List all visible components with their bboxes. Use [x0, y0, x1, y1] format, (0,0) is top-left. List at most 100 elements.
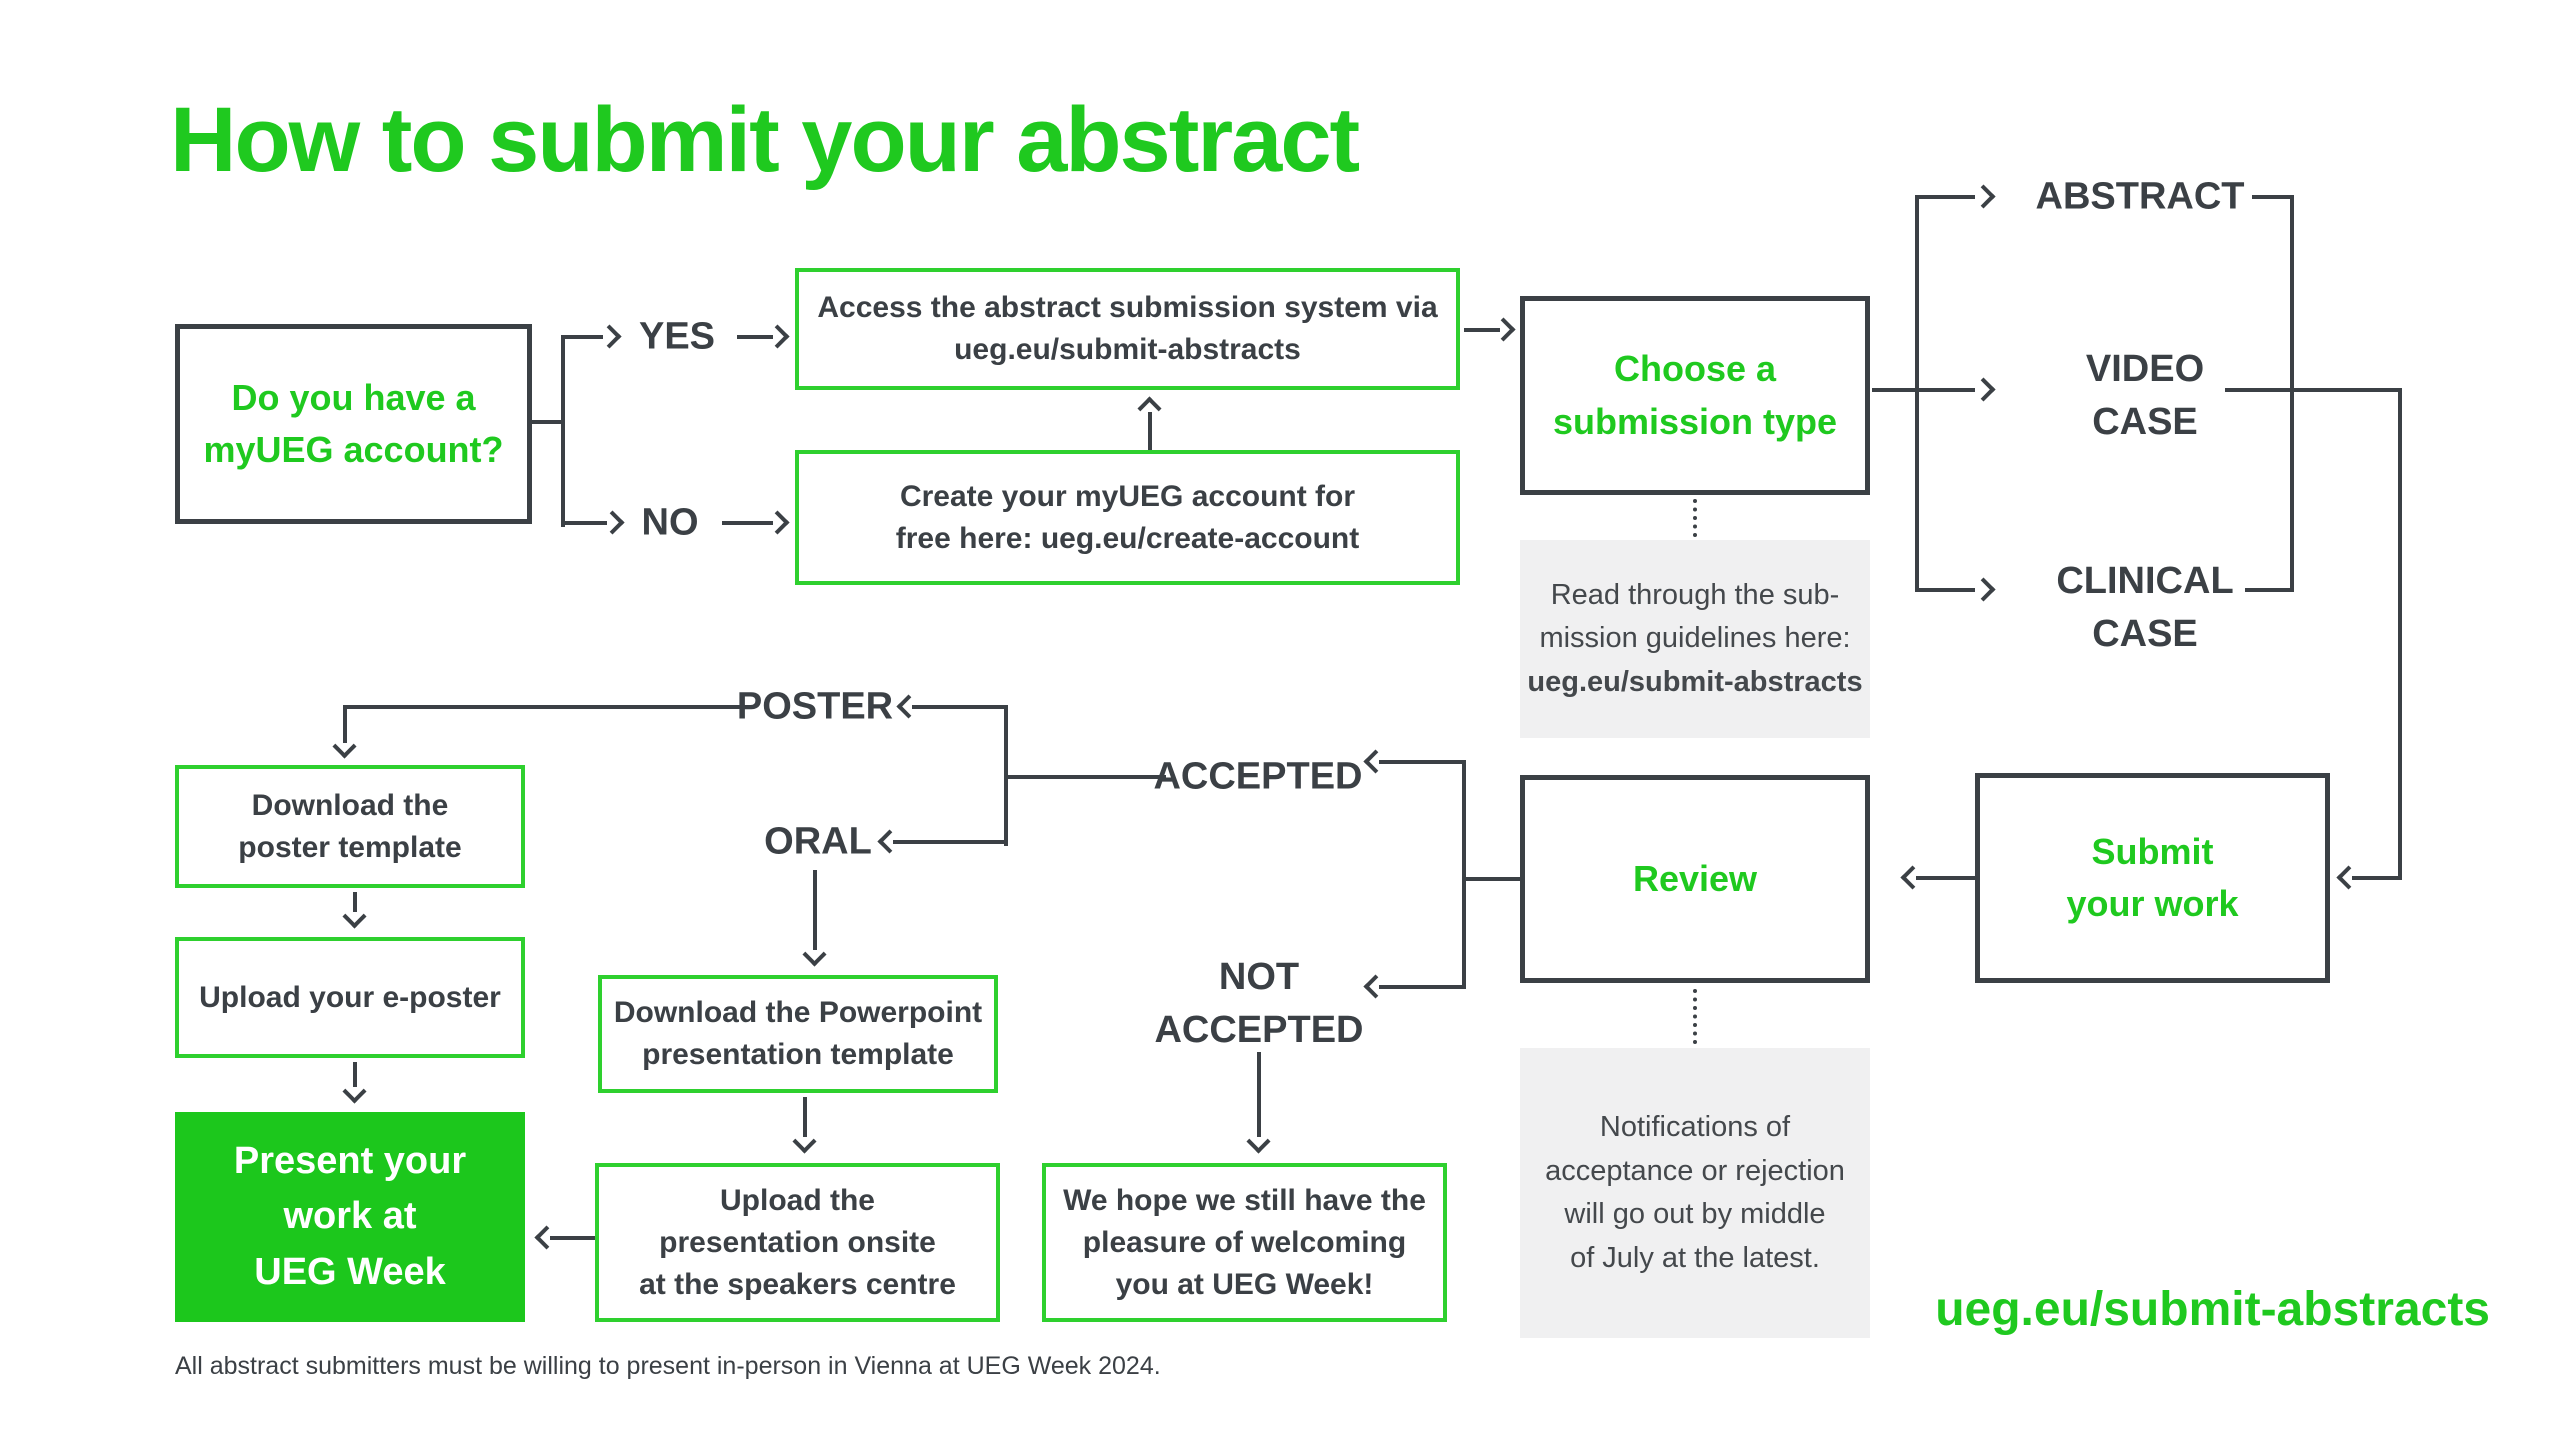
connector-format-vertical: [1004, 705, 1008, 846]
connector-clinical-to-merge: [2245, 588, 2294, 592]
choose-type-box: Choose a submission type: [1520, 296, 1870, 495]
hope-line1: We hope we still have the: [1063, 1183, 1426, 1217]
access-line2: ueg.eu/submit-abstracts: [954, 333, 1301, 366]
arrowhead-to-not-accepted: [1363, 974, 1388, 999]
connector-to-not-accepted: [1379, 985, 1464, 989]
footnote: All abstract submitters must be willing …: [175, 1352, 1161, 1380]
download-ppt-box: Download the Powerpoint presentation tem…: [598, 975, 998, 1093]
arrowhead-to-submit: [2336, 865, 2361, 890]
guidelines-note-panel: Read through the sub- mission guidelines…: [1520, 540, 1870, 738]
arrowhead-submit-to-review: [1900, 865, 1925, 890]
question-box: Do you have a myUEG account?: [175, 324, 532, 524]
label-abstract: ABSTRACT: [2035, 175, 2245, 218]
connector-video-to-outer: [2225, 388, 2402, 392]
arrowhead-to-video-case: [1971, 377, 1996, 402]
connector-onsite-to-present: [550, 1236, 595, 1240]
arrowhead-poster-down: [332, 734, 357, 759]
download-poster-line2: poster template: [238, 830, 462, 864]
dotted-link-choose-to-guidelines: [1693, 499, 1697, 537]
connector-oral-down: [813, 870, 817, 950]
label-video-case: VIDEO CASE: [2085, 347, 2205, 443]
question-line1: Do you have a: [231, 376, 476, 418]
connector-create-to-access: [1148, 412, 1152, 450]
arrowhead-create-to-access: [1137, 396, 1162, 421]
connector-yes-to-access: [737, 335, 773, 339]
connector-to-submit: [2352, 876, 2400, 880]
arrowhead-yes-to-access: [765, 324, 790, 349]
label-yes: YES: [638, 315, 716, 358]
connector-poster-horizontal: [343, 705, 743, 709]
label-accepted: ACCEPTED: [1153, 755, 1363, 798]
notifications-note-panel: Notifications of acceptance or rejection…: [1520, 1048, 1870, 1338]
question-line2: myUEG account?: [203, 429, 504, 470]
upload-onsite-box: Upload the presentation onsite at the sp…: [595, 1163, 1000, 1322]
connector-to-video-case: [1917, 388, 1975, 392]
arrowhead-to-yes: [597, 324, 622, 349]
arrowhead-oral-down: [802, 942, 827, 967]
upload-onsite-line3: at the speakers centre: [639, 1267, 956, 1301]
download-poster-box: Download the poster template: [175, 765, 525, 888]
submit-work-box: Submit your work: [1975, 773, 2330, 983]
guidelines-link: ueg.eu/submit-abstracts: [1527, 665, 1863, 698]
connector-choose-stub: [1872, 388, 1917, 392]
hope-line3: you at UEG Week!: [1115, 1267, 1374, 1301]
guidelines-line2: mission guidelines here:: [1539, 622, 1851, 655]
download-ppt-line2: presentation template: [642, 1038, 954, 1071]
upload-onsite-line1: Upload the: [720, 1183, 875, 1217]
arrowhead-no-to-create: [765, 510, 790, 535]
connector-notaccepted-down: [1257, 1052, 1261, 1137]
dotted-link-review-to-notifications: [1693, 989, 1697, 1044]
create-line1: Create your myUEG account for: [899, 479, 1356, 513]
choose-line2: submission type: [1552, 400, 1838, 442]
connector-poster-to-eposter: [353, 892, 357, 912]
arrowhead-to-oral: [877, 829, 902, 854]
connector-ppt-to-onsite: [803, 1097, 807, 1137]
connector-to-accepted: [1379, 760, 1464, 764]
connector-outcome-vertical: [1462, 760, 1466, 989]
connector-accepted-stub: [1008, 775, 1166, 779]
connector-merge-vertical: [2290, 195, 2294, 592]
arrowhead-ppt-to-onsite: [792, 1129, 817, 1154]
connector-question-stub: [532, 420, 563, 424]
present-line2: work at: [283, 1195, 417, 1238]
label-oral: ORAL: [764, 820, 872, 863]
choose-line1: Choose a: [1613, 348, 1777, 390]
present-line1: Present your: [233, 1140, 467, 1183]
connector-to-yes: [563, 335, 603, 339]
arrowhead-onsite-to-present: [534, 1225, 559, 1250]
page-title: How to submit your abstract: [170, 89, 1360, 191]
arrowhead-access-to-choose: [1491, 317, 1516, 342]
arrowhead-notaccepted-down: [1246, 1129, 1271, 1154]
hope-box: We hope we still have the pleasure of we…: [1042, 1163, 1447, 1322]
upload-eposter-box: Upload your e-poster: [175, 937, 525, 1058]
connector-no-to-create: [722, 521, 773, 525]
label-poster: POSTER: [736, 685, 894, 728]
arrowhead-to-poster: [896, 694, 921, 719]
submit-line1: Submit: [2091, 830, 2214, 872]
arrowhead-to-no: [600, 510, 625, 535]
connector-outer-vertical: [2398, 388, 2402, 880]
connector-poster-down: [343, 707, 347, 743]
connector-eposter-to-present: [353, 1062, 357, 1087]
submit-line2: your work: [2066, 883, 2239, 924]
notifications-line1: Notifications of: [1599, 1111, 1791, 1143]
create-line2: free here: ueg.eu/create-account: [895, 521, 1360, 555]
connector-to-abstract: [1917, 195, 1975, 199]
arrowhead-poster-to-eposter: [342, 904, 367, 929]
arrowhead-to-clinical-case: [1971, 577, 1996, 602]
present-line3: UEG Week: [254, 1250, 446, 1293]
connector-submit-to-review: [1916, 876, 1975, 880]
arrowhead-to-accepted: [1363, 749, 1388, 774]
connector-types-branch-vertical: [1915, 195, 1919, 592]
notifications-line2: acceptance or rejection: [1545, 1154, 1845, 1187]
download-poster-line1: Download the: [251, 788, 449, 822]
submit-abstracts-url: ueg.eu/submit-abstracts: [1935, 1283, 2490, 1336]
arrowhead-eposter-to-present: [342, 1079, 367, 1104]
review-line1: Review: [1632, 857, 1758, 899]
create-account-box: Create your myUEG account for free here:…: [795, 450, 1460, 585]
arrowhead-to-abstract: [1971, 184, 1996, 209]
notifications-line4: of July at the latest.: [1570, 1241, 1820, 1274]
guidelines-line1: Read through the sub-: [1550, 578, 1840, 611]
label-no: NO: [641, 501, 699, 544]
